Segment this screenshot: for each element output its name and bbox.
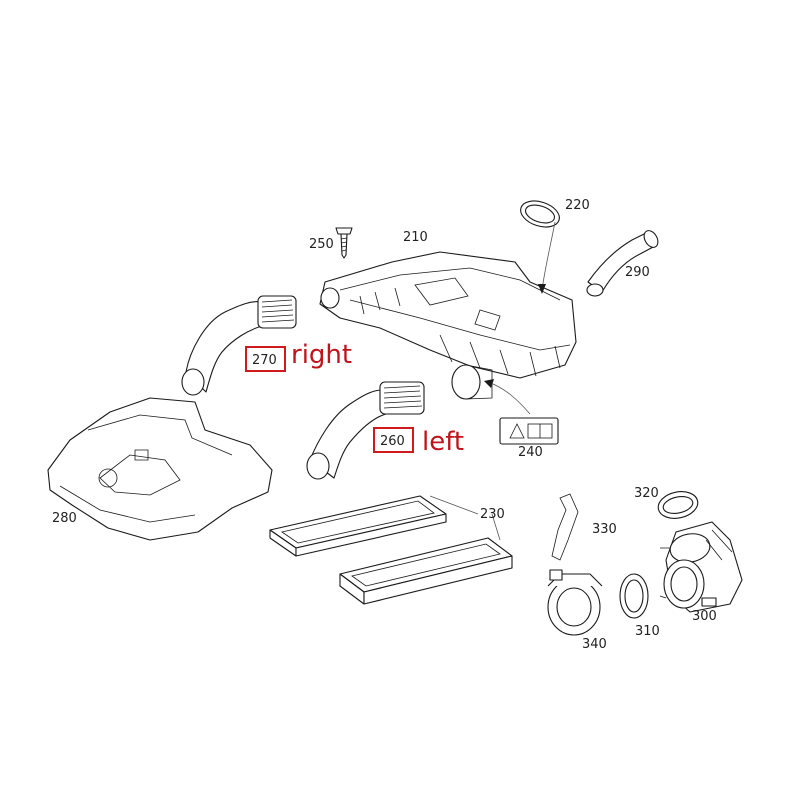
- callout-230: 230: [480, 507, 505, 522]
- intake-duct-260-left: [306, 381, 425, 480]
- callout-260: 260: [380, 434, 405, 449]
- callout-300: 300: [692, 609, 717, 624]
- callout-320: 320: [634, 486, 659, 501]
- callout-250: 250: [309, 237, 334, 252]
- seal-ring-220: [520, 200, 560, 228]
- leader-230: [429, 495, 501, 541]
- air-filter-230-lower: [339, 537, 513, 605]
- callout-330: 330: [592, 522, 617, 537]
- callout-280: 280: [52, 511, 77, 526]
- callout-340: 340: [582, 637, 607, 652]
- engine-cover-280: [47, 397, 273, 541]
- screw-250: [335, 227, 353, 259]
- arrow-220: [541, 221, 556, 291]
- ring-310: [619, 573, 649, 619]
- arrow-head-240: [484, 379, 494, 388]
- intake-elbow-300: [659, 521, 743, 613]
- annotation-right: right: [291, 340, 352, 370]
- callout-270: 270: [252, 353, 277, 368]
- ring-320: [657, 491, 699, 519]
- air-filter-230-upper: [269, 495, 447, 557]
- callout-220: 220: [565, 198, 590, 213]
- arrow-head-220: [538, 284, 546, 294]
- highlight-box-270: [245, 346, 286, 372]
- callout-210: 210: [403, 230, 428, 245]
- annotation-left: left: [422, 427, 464, 457]
- sensor-housing-340: [547, 569, 603, 636]
- callout-240: 240: [518, 445, 543, 460]
- warning-label-240: [499, 417, 559, 445]
- highlight-box-260: [373, 427, 414, 453]
- hose-290: [586, 230, 659, 297]
- callout-310: 310: [635, 624, 660, 639]
- air-filter-housing-210: [319, 251, 577, 400]
- arrow-240: [487, 381, 531, 415]
- callout-290: 290: [625, 265, 650, 280]
- intake-duct-270-right: [181, 295, 297, 396]
- gasket-330: [551, 493, 579, 561]
